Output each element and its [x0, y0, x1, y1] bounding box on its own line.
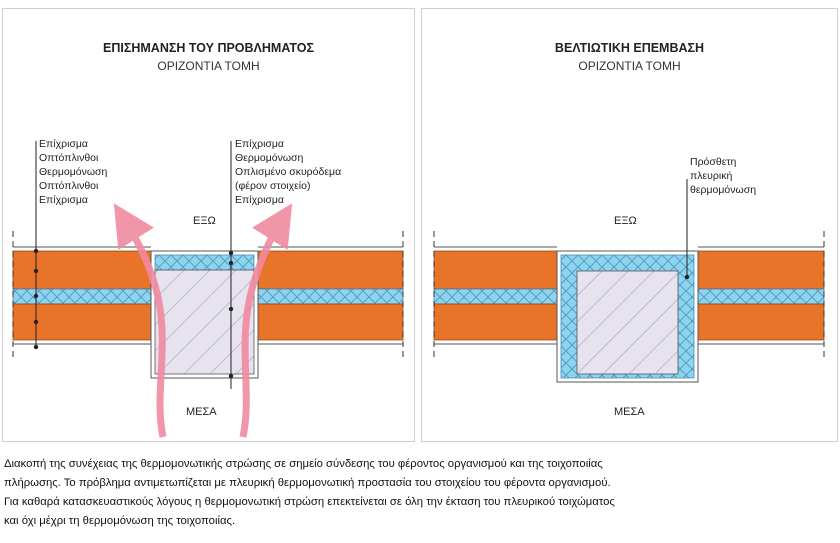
brick-outer-left — [12, 250, 152, 290]
label-column-plaster: Επίχρισμα — [235, 138, 284, 150]
problem-section-drawing — [12, 141, 404, 438]
outside-label: ΕΞΩ — [614, 215, 637, 227]
solution-section-drawing — [433, 179, 825, 383]
insulation-left — [433, 288, 558, 305]
label-plaster-outer: Επίχρισμα — [39, 138, 88, 150]
label-plaster-inner: Επίχρισμα — [39, 194, 88, 206]
brick-inner-left — [433, 303, 558, 341]
insulation-right — [257, 288, 404, 305]
caption-line: και όχι μέχρι τη θερμομόνωση της τοιχοπο… — [4, 515, 236, 527]
label-added-insulation-1: Πρόσθετη — [690, 156, 737, 168]
heat-arrow-right — [239, 203, 293, 438]
brick-outer-left — [433, 250, 558, 290]
label-column-insulation: Θερμομόνωση — [235, 152, 304, 164]
problem-subtitle: ΟΡΙΖΟΝΤΙΑ ΤΟΜΗ — [157, 59, 260, 73]
brick-outer-right — [257, 250, 404, 290]
brick-outer-right — [697, 250, 825, 290]
label-brick-outer: Οπτόπλινθοι — [39, 152, 99, 164]
column-concrete — [576, 270, 679, 375]
label-brick-inner: Οπτόπλινθοι — [39, 180, 99, 192]
caption-line: πλήρωσης. Το πρόβλημα αντιμετωπίζεται με… — [4, 477, 611, 489]
brick-inner-right — [257, 303, 404, 341]
inside-label: ΜΕΣΑ — [186, 406, 217, 418]
outside-label: ΕΞΩ — [193, 215, 216, 227]
label-added-insulation-3: θερμομόνωση — [690, 184, 757, 196]
solution-title: ΒΕΛΤΙΩΤΙΚΗ ΕΠΕΜΒΑΣΗ — [554, 41, 705, 55]
problem-title: ΕΠΙΣΗΜΑΝΣΗ ΤΟΥ ΠΡΟΒΛΗΜΑΤΟΣ — [103, 41, 314, 55]
brick-inner-left — [12, 303, 152, 341]
column-insulation-outer — [154, 254, 255, 271]
figure-caption: Διακοπή της συνέχειας της θερμομονωτικής… — [4, 455, 836, 531]
label-column-plaster-inner: Επίχρισμα — [235, 194, 284, 206]
label-added-insulation-2: πλευρική — [690, 170, 733, 182]
caption-line: Για καθαρά κατασκευαστικούς λόγους η θερ… — [4, 496, 615, 508]
insulation-right — [697, 288, 825, 305]
solution-subtitle: ΟΡΙΖΟΝΤΙΑ ΤΟΜΗ — [578, 59, 681, 73]
label-column-concrete: Οπλισμένο σκυρόδεμα — [235, 166, 342, 178]
caption-line: Διακοπή της συνέχειας της θερμομονωτικής… — [4, 458, 603, 470]
heat-arrow-left — [113, 203, 167, 438]
insulation-left — [12, 288, 152, 305]
label-insulation: Θερμομόνωση — [39, 166, 108, 178]
inside-label: ΜΕΣΑ — [614, 406, 645, 418]
column-concrete — [154, 269, 255, 375]
brick-inner-right — [697, 303, 825, 341]
label-column-bearing: (φέρον στοιχείο) — [235, 180, 311, 192]
problem-panel: ΕΠΙΣΗΜΑΝΣΗ ΤΟΥ ΠΡΟΒΛΗΜΑΤΟΣ ΟΡΙΖΟΝΤΙΑ ΤΟΜ… — [2, 8, 415, 442]
solution-panel: ΒΕΛΤΙΩΤΙΚΗ ΕΠΕΜΒΑΣΗ ΟΡΙΖΟΝΤΙΑ ΤΟΜΗ — [421, 8, 838, 442]
